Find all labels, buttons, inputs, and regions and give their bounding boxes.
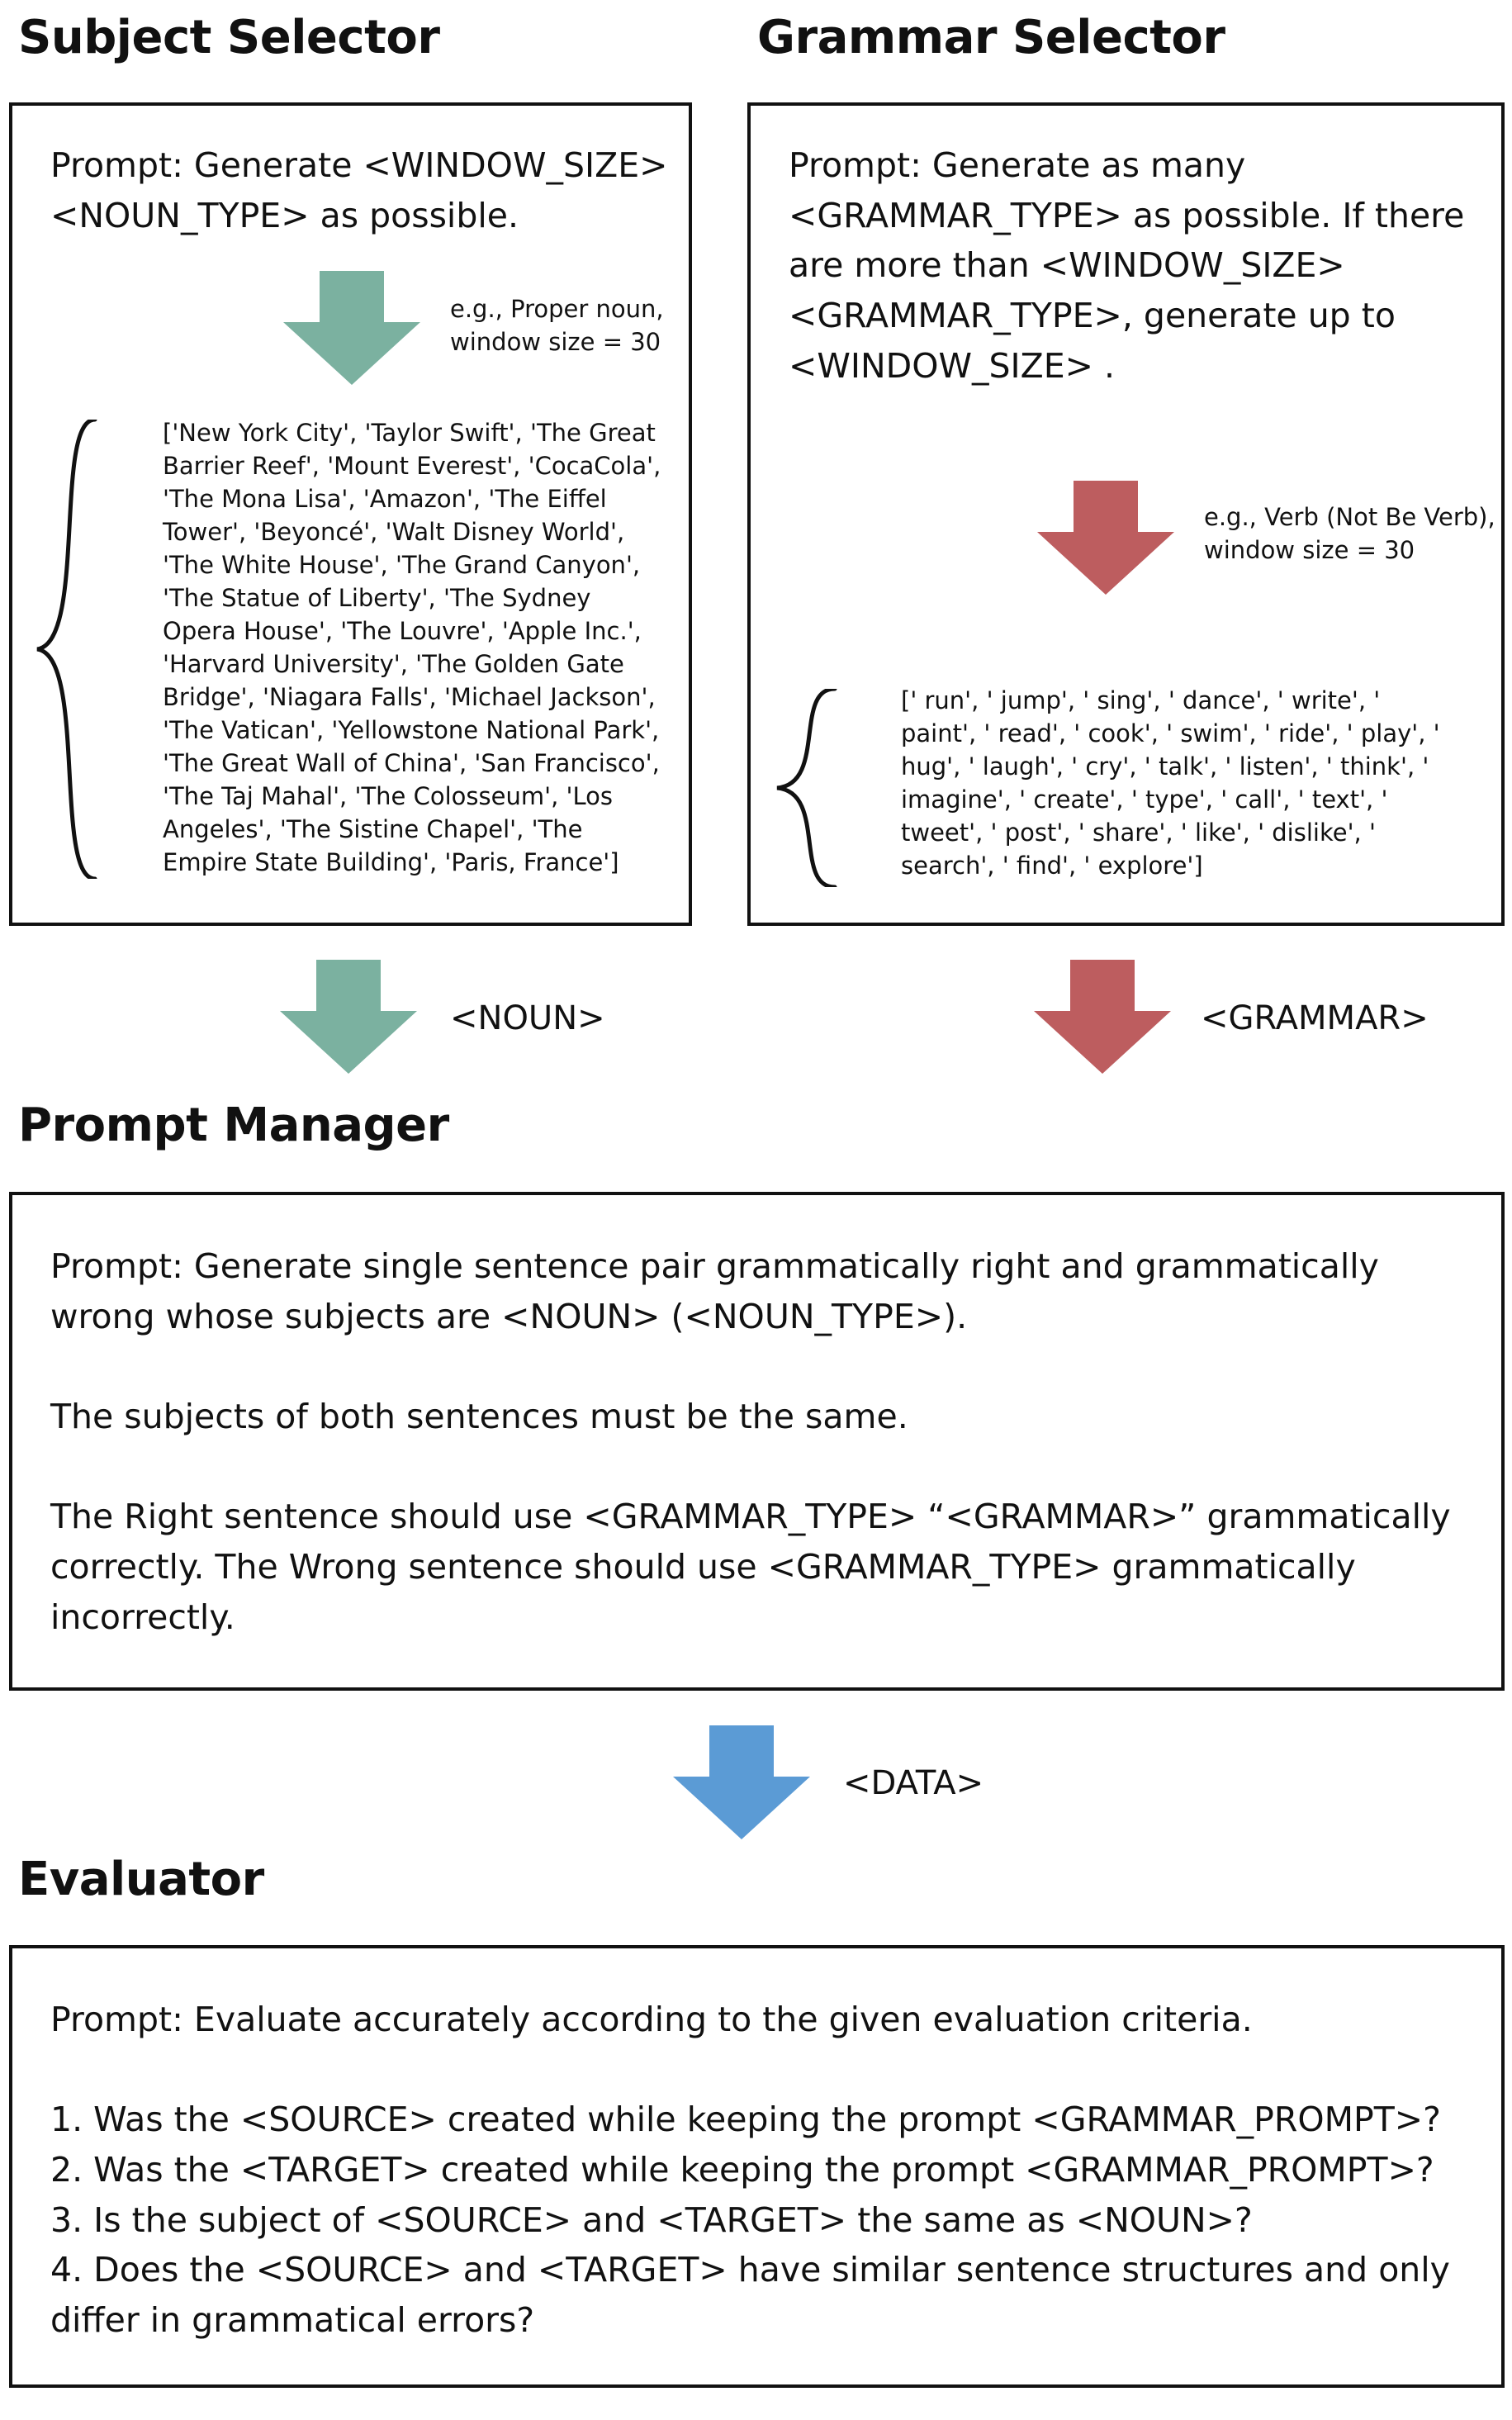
grammar-selector-title: Grammar Selector <box>757 11 1225 64</box>
evaluator-title: Evaluator <box>18 1853 264 1906</box>
prompt-manager-box: Prompt: Generate single sentence pair gr… <box>9 1192 1505 1691</box>
noun-output-arrow-shape <box>280 960 417 1074</box>
subject-selector-box: Prompt: Generate <WINDOW_SIZE> <NOUN_TYP… <box>9 102 692 926</box>
grammar-example-arrow-icon <box>1037 481 1174 595</box>
noun-output-label: <NOUN> <box>450 999 605 1037</box>
subject-example-note: e.g., Proper noun, window size = 30 <box>450 295 664 357</box>
prompt-manager-paragraph-3: The Right sentence should use <GRAMMAR_T… <box>50 1497 1451 1637</box>
grammar-output-arrow-icon <box>1034 960 1171 1074</box>
prompt-manager-paragraph-1: Prompt: Generate single sentence pair gr… <box>50 1246 1379 1336</box>
evaluator-intro: Prompt: Evaluate accurately according to… <box>50 2000 1253 2039</box>
subject-example-arrow-shape <box>283 271 420 385</box>
subject-selector-prompt: Prompt: Generate <WINDOW_SIZE> <NOUN_TYP… <box>50 145 668 235</box>
grammar-output-arrow-shape <box>1034 960 1171 1074</box>
grammar-list-brace-path <box>776 689 837 887</box>
prompt-manager-title: Prompt Manager <box>18 1098 449 1152</box>
subject-list-brace-path <box>36 420 97 879</box>
evaluator-criterion-4: 4. Does the <SOURCE> and <TARGET> have s… <box>50 2250 1450 2341</box>
subject-example-arrow-icon <box>283 271 420 385</box>
paragraph-gap <box>50 2045 1479 2095</box>
data-output-label: <DATA> <box>843 1764 984 1802</box>
evaluator-criterion-3: 3. Is the subject of <SOURCE> and <TARGE… <box>50 2199 1253 2240</box>
grammar-output-label: <GRAMMAR> <box>1201 999 1429 1037</box>
data-output-arrow-shape <box>673 1725 810 1839</box>
grammar-example-arrow-shape <box>1037 481 1174 595</box>
noun-output-arrow-icon <box>280 960 417 1074</box>
paragraph-gap <box>50 1442 1479 1492</box>
subject-list-brace-icon <box>36 420 97 879</box>
grammar-list-brace-icon <box>776 689 837 887</box>
prompt-manager-text: Prompt: Generate single sentence pair gr… <box>50 1241 1479 1642</box>
evaluator-criterion-2: 2. Was the <TARGET> created while keepin… <box>50 2150 1434 2190</box>
evaluator-box: Prompt: Evaluate accurately according to… <box>9 1945 1505 2388</box>
grammar-example-list: [' run', ' jump', ' sing', ' dance', ' w… <box>901 686 1440 880</box>
grammar-example-note: e.g., Verb (Not Be Verb), window size = … <box>1204 503 1495 565</box>
subject-example-list: ['New York City', 'Taylor Swift', 'The G… <box>163 419 661 877</box>
evaluator-text: Prompt: Evaluate accurately according to… <box>50 1995 1479 2346</box>
subject-selector-title: Subject Selector <box>18 11 440 64</box>
evaluator-criterion-1: 1. Was the <SOURCE> created while keepin… <box>50 2100 1441 2140</box>
paragraph-gap <box>50 1341 1479 1392</box>
prompt-manager-paragraph-2: The subjects of both sentences must be t… <box>50 1397 908 1437</box>
data-output-arrow-icon <box>673 1725 810 1839</box>
grammar-selector-prompt: Prompt: Generate as many <GRAMMAR_TYPE> … <box>789 145 1465 386</box>
grammar-selector-box: Prompt: Generate as many <GRAMMAR_TYPE> … <box>747 102 1505 926</box>
